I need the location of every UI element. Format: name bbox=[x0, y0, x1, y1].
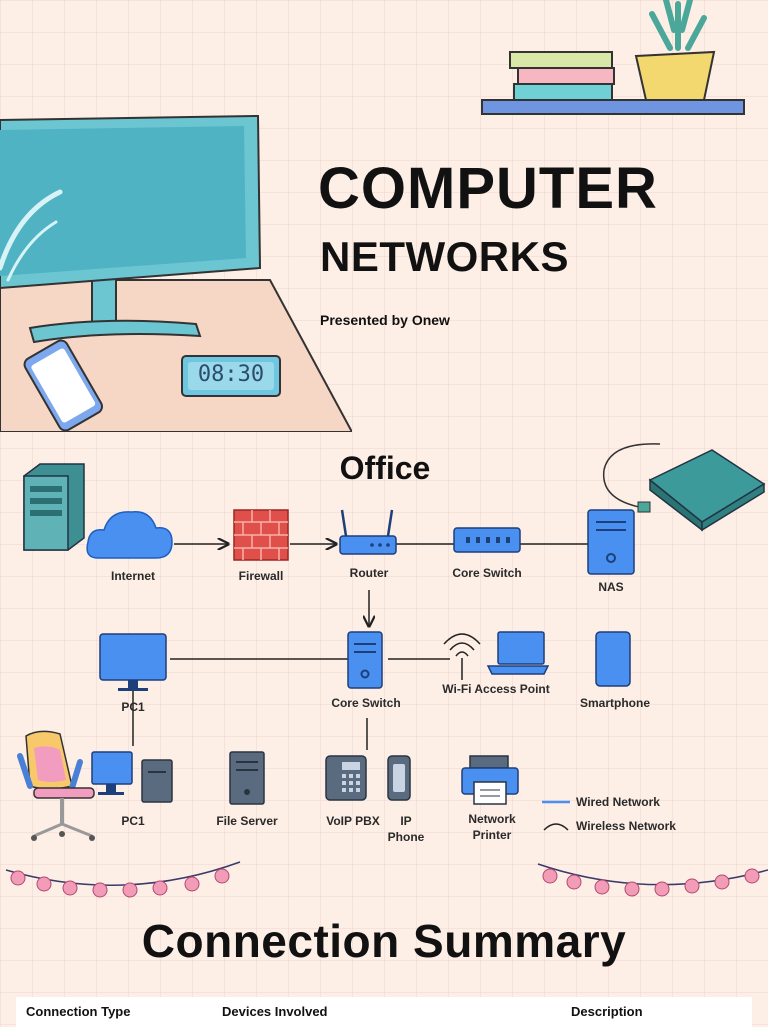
monitor-screen bbox=[0, 126, 246, 276]
router-icon bbox=[339, 509, 397, 555]
label-core-switch-top: Core Switch bbox=[452, 566, 522, 580]
legend-wireless: Wireless Network bbox=[576, 819, 676, 833]
pc-desktop-icon bbox=[91, 751, 173, 803]
switch-icon bbox=[453, 527, 521, 553]
label-file-server: File Server bbox=[216, 814, 278, 828]
firewall-icon bbox=[233, 509, 289, 561]
nas-icon bbox=[587, 509, 635, 575]
label-internet: Internet bbox=[110, 569, 155, 583]
wifi-icon bbox=[443, 633, 481, 680]
alarm-clock-icon bbox=[181, 355, 281, 397]
office-chair-icon bbox=[17, 730, 95, 841]
bulb-icon bbox=[10, 868, 760, 898]
column-header-devices-involved: Devices Involved bbox=[222, 1004, 328, 1019]
label-wifi-ap: Wi-Fi Access Point bbox=[442, 682, 550, 696]
connection-lines bbox=[132, 544, 588, 750]
summary-table bbox=[16, 997, 752, 1027]
voip-pbx-icon bbox=[325, 755, 367, 801]
title-line-2: NETWORKS bbox=[320, 233, 569, 280]
label-voip-pbx: VoIP PBX bbox=[326, 814, 380, 828]
network-diagram bbox=[17, 443, 766, 841]
smartphone-icon bbox=[595, 631, 631, 687]
desk-illustration bbox=[0, 114, 352, 432]
label-smartphone: Smartphone bbox=[579, 696, 650, 710]
monitor-stand bbox=[91, 275, 117, 323]
pc-monitor-icon bbox=[99, 633, 167, 691]
label-firewall: Firewall bbox=[238, 569, 284, 583]
core-switch-icon bbox=[347, 631, 383, 689]
printer-icon bbox=[461, 755, 519, 805]
cloud-icon bbox=[86, 511, 173, 559]
label-network-printer: Network Printer bbox=[468, 812, 516, 842]
phone-icon bbox=[23, 339, 104, 432]
presenter: Presented by Onew bbox=[320, 312, 450, 328]
shelf bbox=[481, 99, 745, 115]
books-icon bbox=[509, 51, 615, 101]
label-pc1-bottom: PC1 bbox=[121, 814, 145, 828]
file-server-icon bbox=[229, 751, 265, 805]
legend-wireless-symbol bbox=[543, 823, 569, 831]
label-pc1-top: PC1 bbox=[121, 700, 145, 714]
external-drive-icon bbox=[602, 443, 766, 532]
summary-title: Connection Summary bbox=[141, 915, 627, 967]
label-core-switch-mid: Core Switch bbox=[331, 696, 401, 710]
clock-display: 08:30 bbox=[197, 362, 265, 387]
ip-phone-icon bbox=[387, 755, 411, 801]
laptop-icon bbox=[486, 631, 550, 675]
diagram-title: Office bbox=[339, 450, 431, 486]
string-lights bbox=[5, 861, 768, 898]
column-header-connection-type: Connection Type bbox=[26, 1004, 131, 1019]
server-tower-icon bbox=[23, 463, 85, 551]
legend-wired: Wired Network bbox=[576, 795, 660, 809]
label-nas: NAS bbox=[598, 580, 624, 594]
monitor-base bbox=[28, 319, 202, 344]
column-header-description: Description bbox=[571, 1004, 643, 1019]
shelf-illustration bbox=[481, 0, 745, 115]
label-router: Router bbox=[349, 566, 389, 580]
plant-icon bbox=[634, 0, 716, 101]
title-line-1: COMPUTER bbox=[318, 156, 658, 221]
label-ip-phone: IP Phone bbox=[387, 814, 425, 844]
